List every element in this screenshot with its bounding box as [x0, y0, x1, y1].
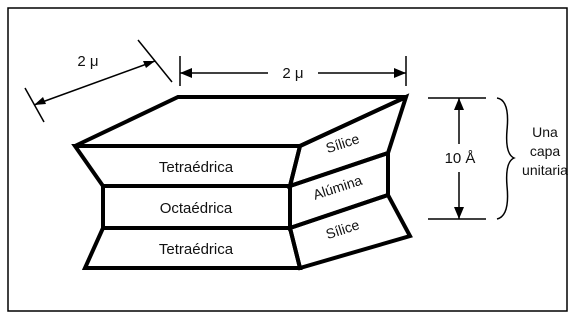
label-width: 2 μ [282, 65, 303, 82]
label-una: Una [532, 124, 558, 140]
width-arrow-left [180, 68, 192, 78]
width-arrow-right [394, 68, 406, 78]
figure-border [7, 7, 568, 312]
height-dimension [428, 97, 486, 220]
label-octaedrica: Octaédrica [160, 200, 233, 217]
label-unitaria: unitaria [522, 162, 568, 178]
depth-arrow-right [143, 61, 155, 68]
side-layer-bottom [287, 192, 413, 271]
label-height: 10 Å [445, 150, 476, 167]
label-tetraedrica-bottom: Tetraédrica [159, 241, 234, 258]
height-arrow-top [454, 98, 464, 110]
label-capa: capa [530, 143, 561, 159]
unit-brace [496, 97, 516, 220]
height-arrow-bottom [454, 207, 464, 219]
width-dimension [179, 56, 407, 86]
label-depth: 2 μ [77, 53, 98, 70]
label-silice-bottom: Sílice [324, 216, 362, 242]
label-tetraedrica-top: Tetraédrica [159, 159, 234, 176]
depth-arrow-left [34, 97, 46, 105]
depth-dimension [24, 39, 173, 123]
